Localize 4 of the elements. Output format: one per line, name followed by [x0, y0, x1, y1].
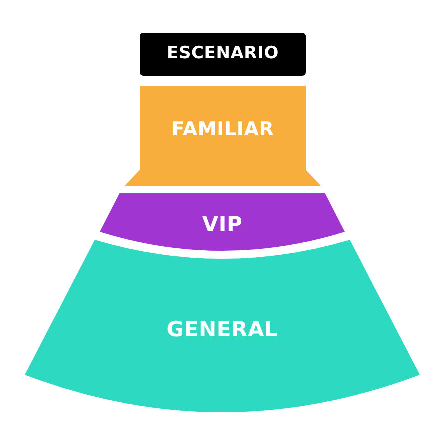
section-label: ESCENARIO [167, 44, 279, 64]
section-label: VIP [202, 213, 243, 237]
section-label: GENERAL [166, 318, 278, 342]
section-label: FAMILIAR [172, 120, 274, 140]
